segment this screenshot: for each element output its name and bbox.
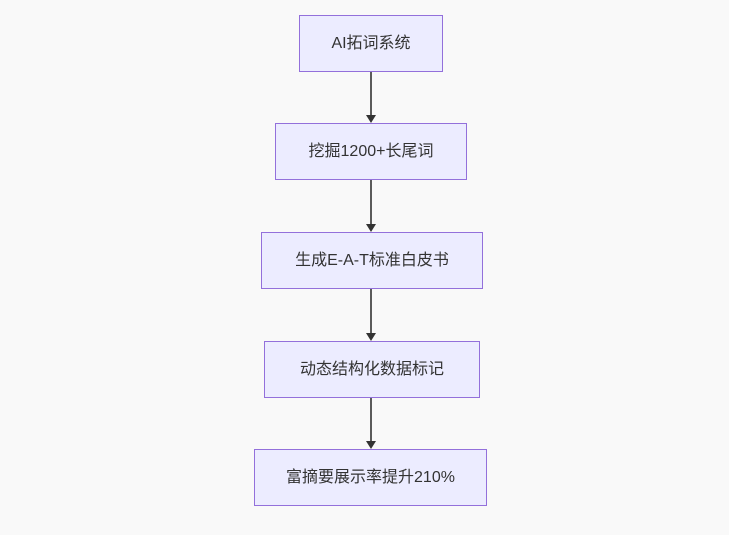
edge-line xyxy=(370,72,372,115)
arrow-down-icon xyxy=(366,441,376,449)
flow-node-label: 富摘要展示率提升210% xyxy=(286,468,455,486)
arrow-down-icon xyxy=(366,115,376,123)
arrow-down-icon xyxy=(366,224,376,232)
edge-line xyxy=(370,289,372,333)
flow-node-label: 生成E-A-T标准白皮书 xyxy=(295,251,449,269)
flow-node-rich-snippet-result: 富摘要展示率提升210% xyxy=(254,449,487,506)
edge-line xyxy=(370,180,372,224)
flow-edge-3-4 xyxy=(365,289,377,341)
arrow-down-icon xyxy=(366,333,376,341)
flow-node-longtail-mining: 挖掘1200+长尾词 xyxy=(275,123,467,180)
edge-line xyxy=(370,398,372,441)
flow-node-structured-data-markup: 动态结构化数据标记 xyxy=(264,341,480,398)
flow-edge-2-3 xyxy=(365,180,377,232)
flow-node-ai-keyword-system: AI拓词系统 xyxy=(299,15,443,72)
flow-edge-4-5 xyxy=(365,398,377,449)
flow-node-eat-whitepaper: 生成E-A-T标准白皮书 xyxy=(261,232,483,289)
flow-node-label: 挖掘1200+长尾词 xyxy=(308,142,434,160)
flow-node-label: AI拓词系统 xyxy=(331,34,411,52)
flow-node-label: 动态结构化数据标记 xyxy=(299,360,444,378)
flow-edge-1-2 xyxy=(365,72,377,123)
